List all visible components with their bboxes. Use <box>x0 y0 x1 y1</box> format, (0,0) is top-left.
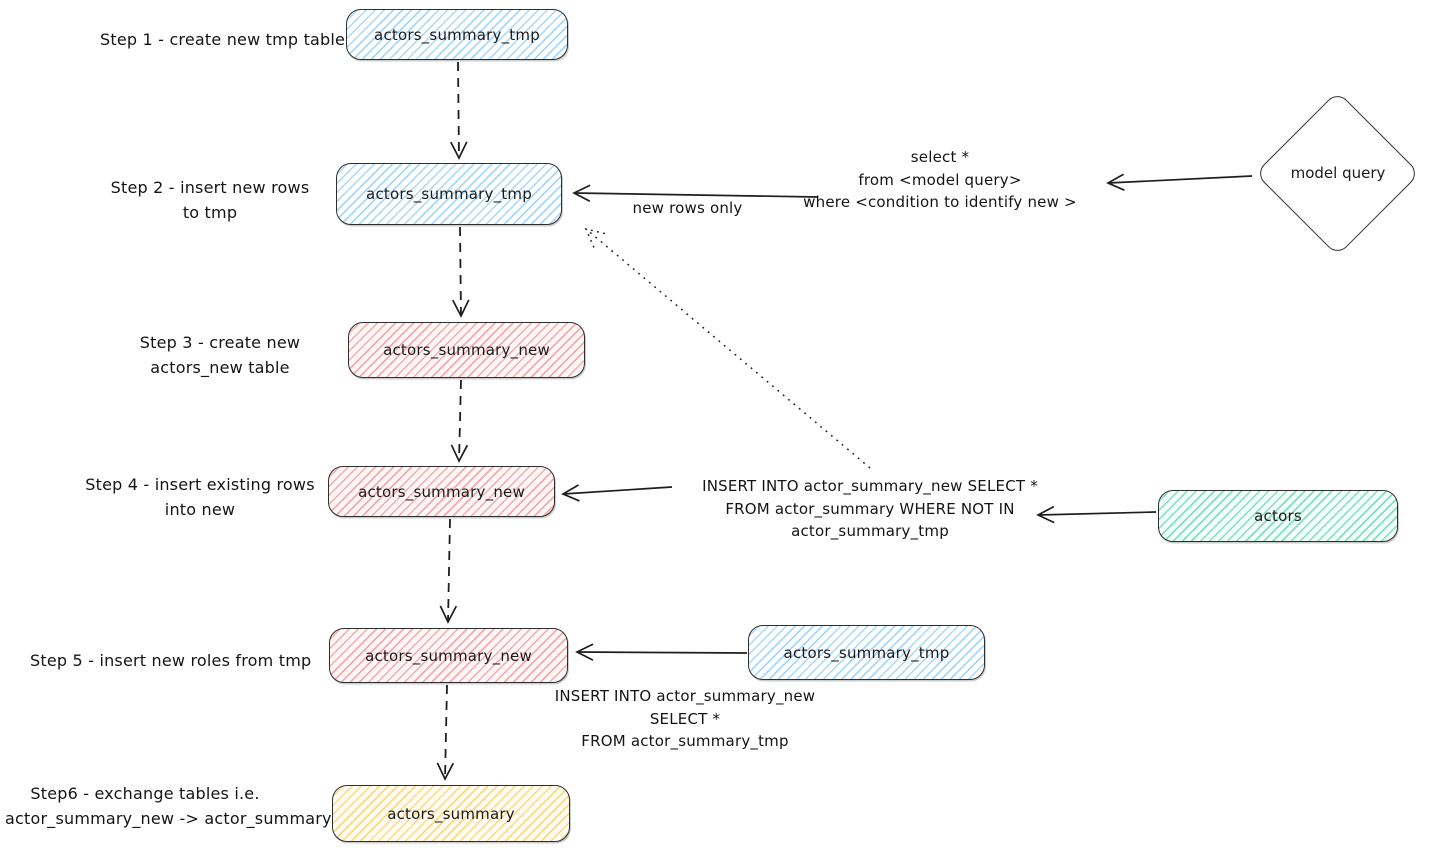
step3-table-name: actors_summary_new <box>383 341 550 359</box>
arrow-step1-step2 <box>450 61 468 160</box>
arrow-step2-step3 <box>452 226 470 318</box>
arrow-step4-step5 <box>439 518 458 624</box>
step3-label: Step 3 - create new actors_new table <box>139 333 301 377</box>
step4-table-name: actors_summary_new <box>358 482 525 501</box>
arrow-tmpsource-to-new <box>575 643 748 661</box>
insert-existing-text: INSERT INTO actor_summary_new SELECT * F… <box>702 477 1038 540</box>
step5-table-name: actors_summary_new <box>365 646 532 665</box>
step6-table-name: actors_summary <box>387 804 515 823</box>
arrow-step5-step6 <box>436 684 455 781</box>
model-query-label: model query <box>1290 164 1386 182</box>
new-rows-only-label: new rows only <box>632 199 743 217</box>
step1-table-name: actors_summary_tmp <box>374 25 540 44</box>
step5-table-box: actors_summary_new <box>329 628 568 683</box>
arrow-dotted-insert-ref <box>586 229 871 469</box>
step2-label: Step 2 - insert new rows to tmp <box>110 178 310 222</box>
arrow-diamond-to-select <box>1106 173 1253 191</box>
step2-table-box: actors_summary_tmp <box>336 163 562 225</box>
select-query-text: select * from <model query> where <condi… <box>803 148 1077 211</box>
step3-table-box: actors_summary_new <box>348 322 585 378</box>
step5-label: Step 5 - insert new roles from tmp <box>30 651 312 670</box>
step1-table-box: actors_summary_tmp <box>346 9 568 60</box>
arrow-insert-to-new <box>561 484 673 502</box>
tmp-source-box: actors_summary_tmp <box>748 625 985 680</box>
actors-name: actors <box>1254 507 1302 525</box>
insert-from-tmp-text: INSERT INTO actor_summary_new SELECT * F… <box>554 687 816 750</box>
tmp-source-name: actors_summary_tmp <box>783 643 950 662</box>
step4-table-box: actors_summary_new <box>328 466 555 517</box>
step6-table-box: actors_summary <box>332 785 570 842</box>
actors-box: actors <box>1158 490 1398 542</box>
step6-label: Step6 - exchange tables i.e. actor_summa… <box>5 784 332 828</box>
step2-table-name: actors_summary_tmp <box>366 185 532 203</box>
step4-label: Step 4 - insert existing rows into new <box>85 475 315 519</box>
arrow-step3-step4 <box>450 379 469 463</box>
step1-label: Step 1 - create new tmp table <box>100 30 346 49</box>
